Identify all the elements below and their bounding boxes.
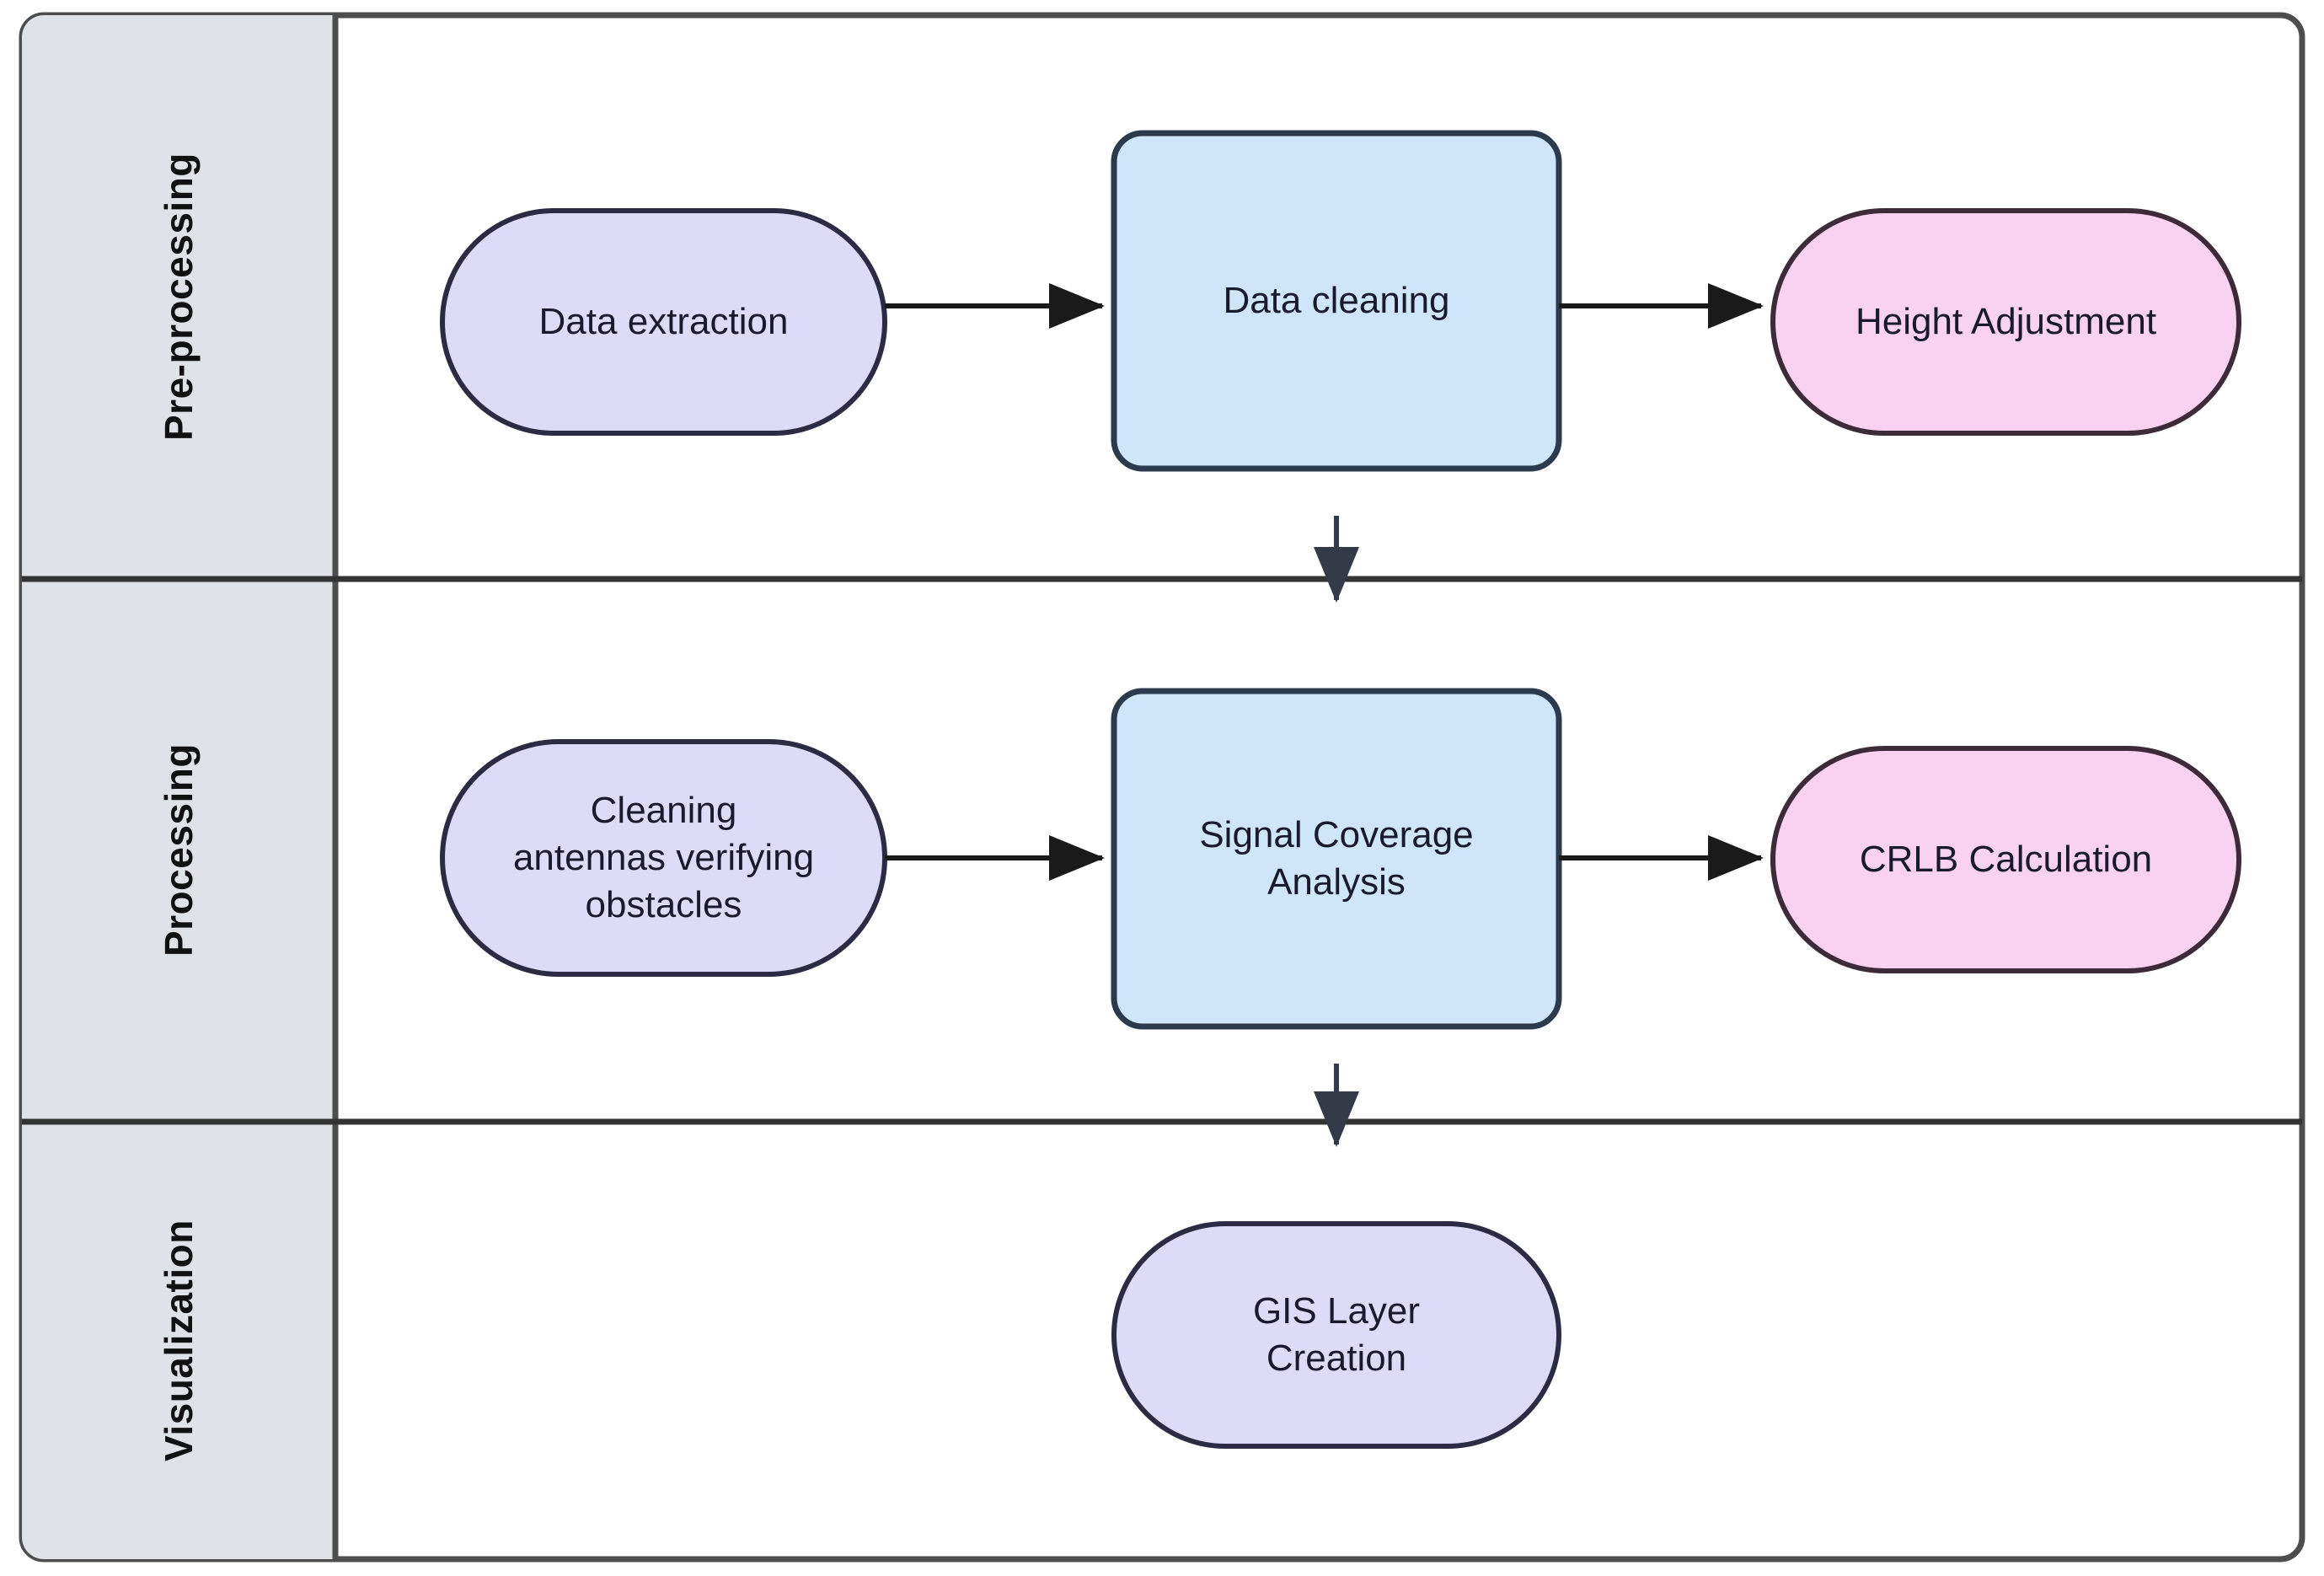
node-crlb-calculation[interactable] — [1770, 746, 2241, 973]
node-height-adjustment[interactable] — [1770, 208, 2241, 436]
node-data-extraction[interactable] — [440, 208, 887, 436]
node-signal-coverage[interactable] — [1111, 688, 1562, 1030]
node-gis-layer-creation[interactable] — [1111, 1221, 1561, 1449]
node-data-cleaning[interactable] — [1111, 130, 1562, 472]
node-cleaning-antennas[interactable] — [440, 739, 887, 977]
lane-label-visualization: Visualization — [157, 1220, 201, 1461]
lane-label-pre-processing: Pre-processing — [157, 153, 201, 442]
lane-header-column — [22, 15, 335, 1559]
lane-label-processing: Processing — [157, 743, 201, 957]
